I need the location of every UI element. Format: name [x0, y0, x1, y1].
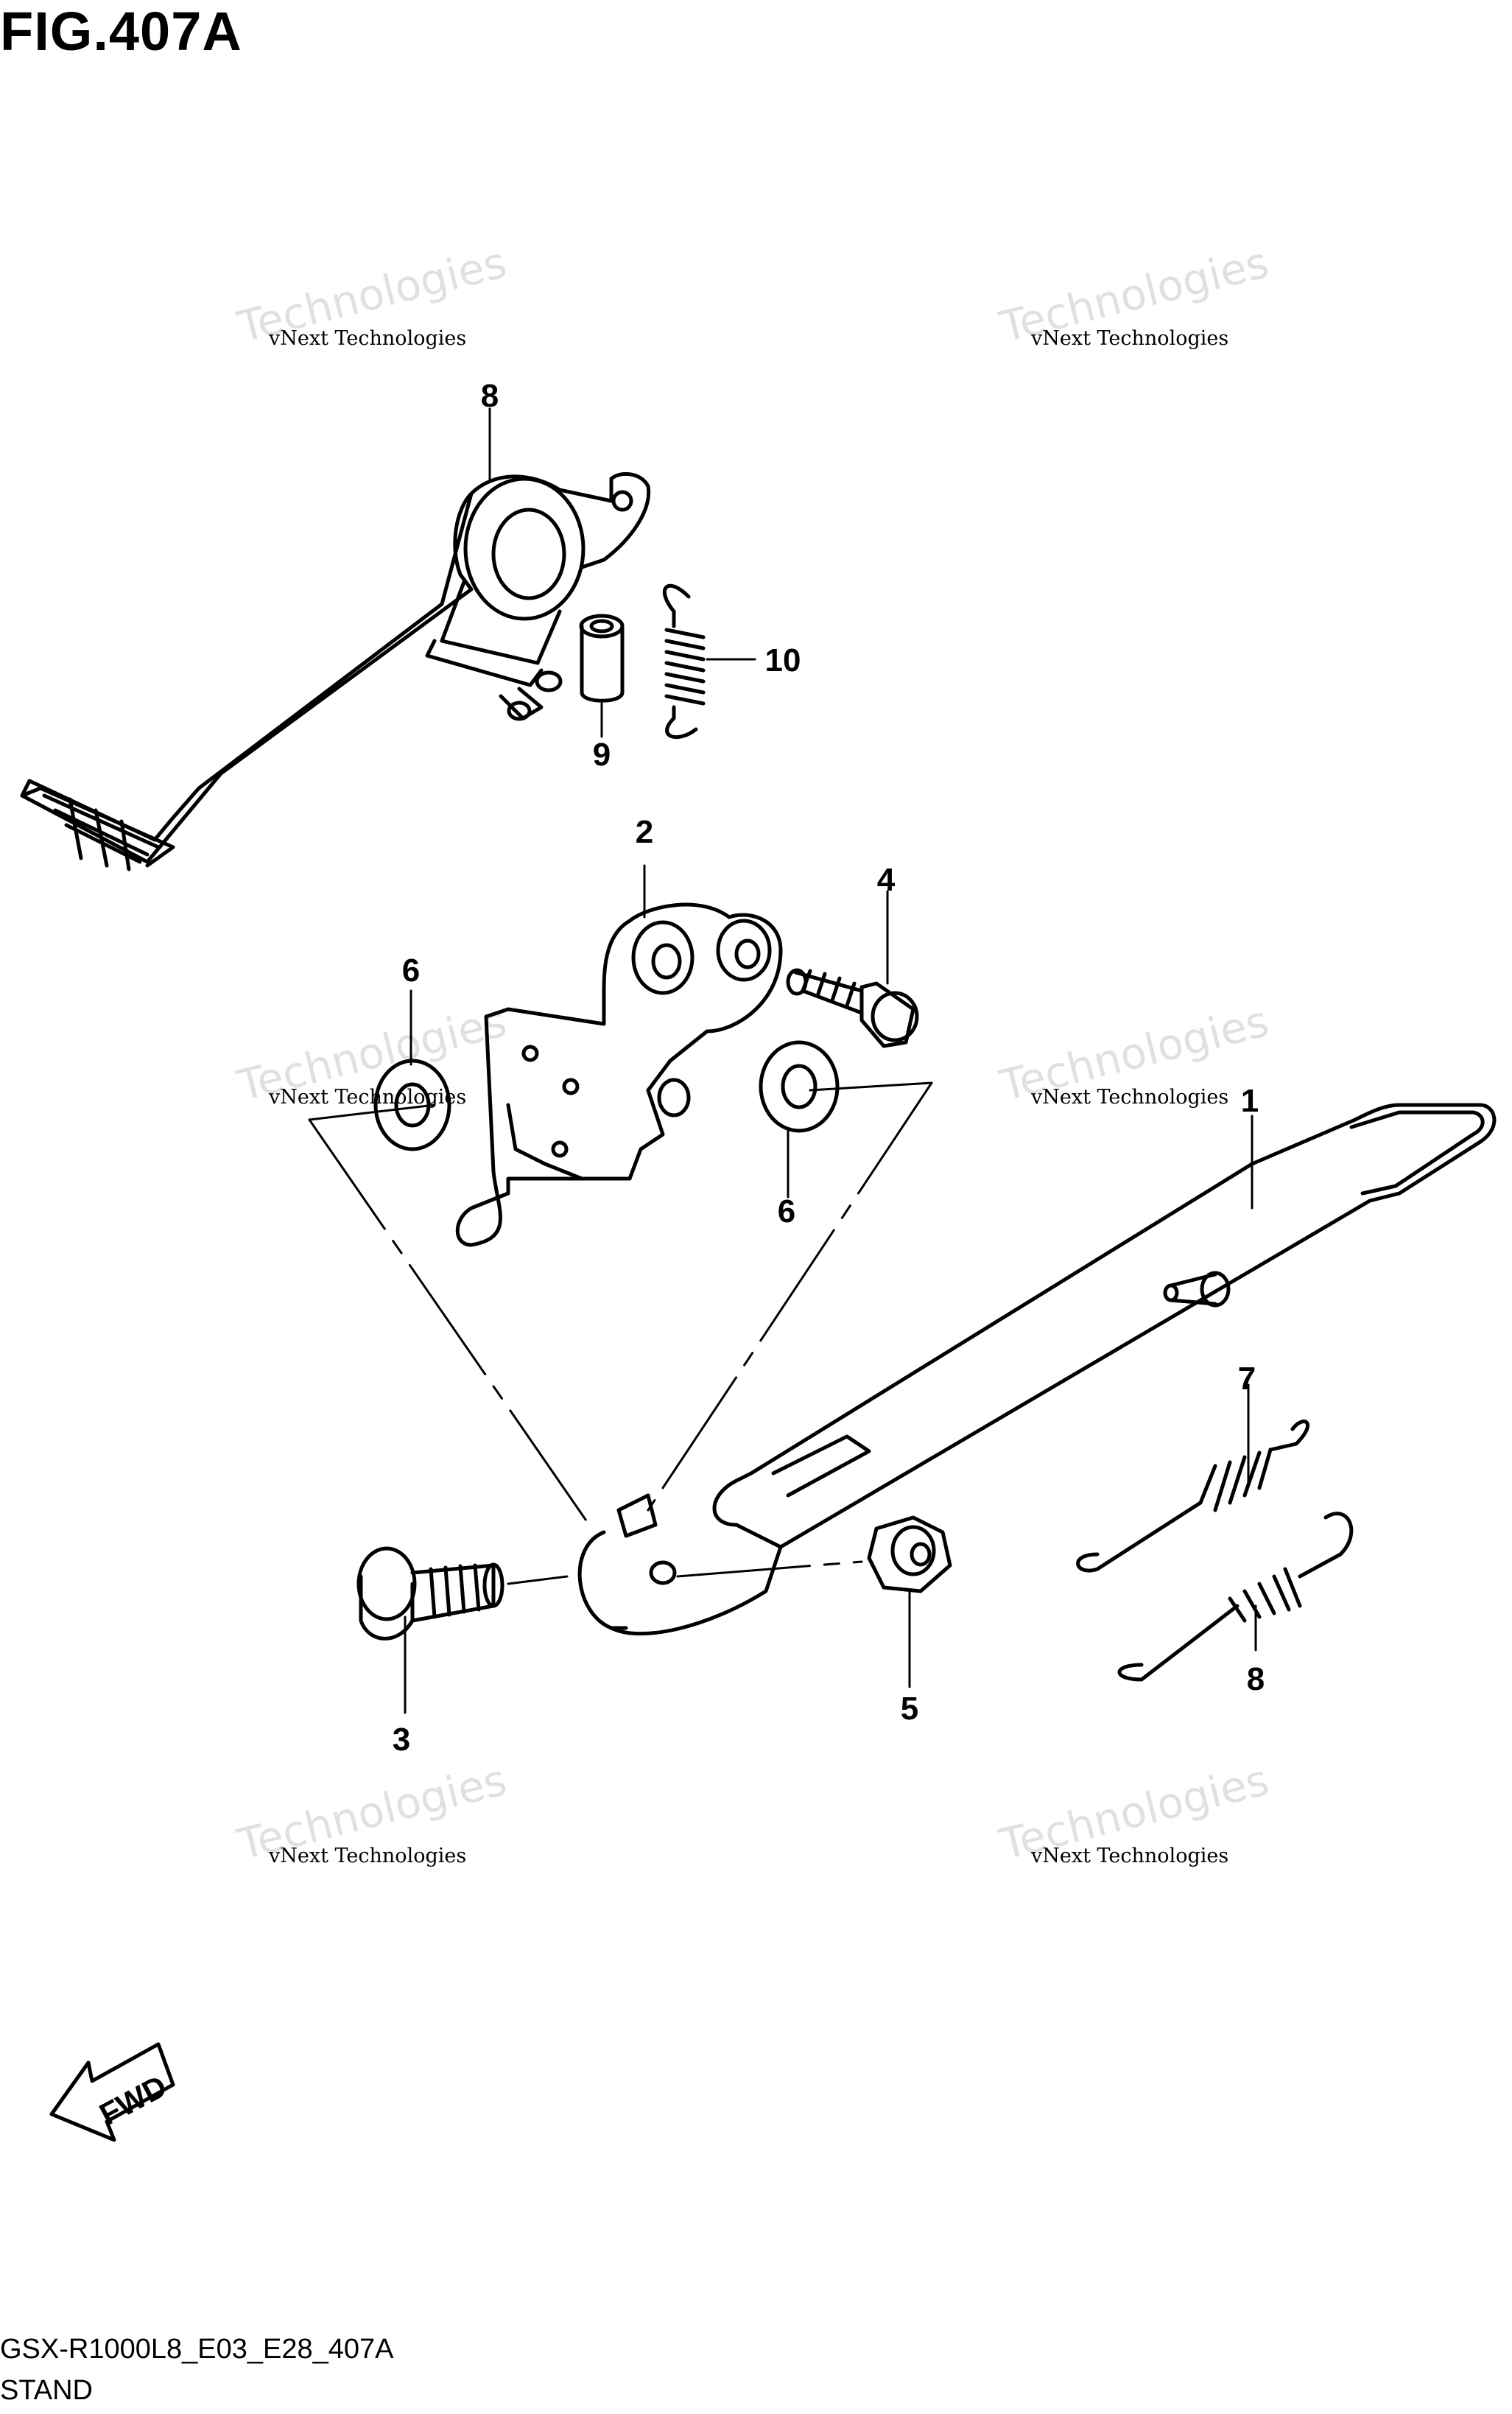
spring-part-7: [1076, 1420, 1310, 1573]
watermark-top-right: Technologies vNext Technologies: [995, 237, 1273, 352]
leader-lines: [308, 407, 1257, 1714]
watermark-text: vNext Technologies: [1031, 1845, 1229, 1867]
side-stand-part: [577, 1103, 1497, 1636]
spring-part-8: [1117, 1512, 1354, 1682]
callout-3: 3: [392, 1722, 411, 1758]
callout-8: 8: [1246, 1661, 1265, 1697]
stand-bracket-part: [455, 902, 783, 1247]
washer-part-right: [759, 1040, 840, 1133]
watermark-text: vNext Technologies: [269, 1845, 467, 1867]
watermark-mid-left: Technologies vNext Technologies: [233, 996, 511, 1111]
figure-code: GSX-R1000L8_E03_E28_407A: [0, 2334, 394, 2365]
callout-10: 9: [592, 737, 611, 773]
watermark-text: vNext Technologies: [1031, 327, 1229, 350]
callout-6-right: 6: [777, 1193, 796, 1229]
watermark-text: vNext Technologies: [269, 327, 467, 350]
callout-1: 1: [1240, 1083, 1259, 1119]
watermark-bottom-left: Technologies vNext Technologies: [233, 1755, 511, 1870]
figure-title: FIG.407A: [0, 1, 242, 62]
callout-4: 4: [876, 862, 896, 898]
watermark-bottom-right: Technologies vNext Technologies: [995, 1755, 1273, 1870]
watermark-text: vNext Technologies: [269, 1086, 467, 1109]
callout-7: 7: [1237, 1361, 1256, 1397]
pin-part: [579, 614, 625, 703]
watermark-top-left: Technologies vNext Technologies: [233, 237, 511, 352]
nut-part: [867, 1515, 952, 1593]
callout-6-left: 6: [401, 952, 421, 989]
spring-part-11: [662, 583, 706, 740]
watermark-text: vNext Technologies: [1031, 1086, 1229, 1109]
callout-5: 5: [900, 1691, 919, 1727]
figure-name: STAND: [0, 2375, 93, 2406]
bolt-part-4: [786, 968, 919, 1048]
callout-2: 2: [635, 814, 654, 850]
callout-9: 8: [480, 378, 499, 414]
fwd-arrow-icon: [49, 2042, 175, 2142]
watermark-mid-right: Technologies vNext Technologies: [995, 996, 1273, 1111]
pivot-bolt-part: [356, 1546, 504, 1641]
assembly-dashed-lines: [308, 1081, 933, 1585]
pedal-lever-part: [20, 471, 651, 871]
callout-11: 10: [764, 642, 801, 678]
